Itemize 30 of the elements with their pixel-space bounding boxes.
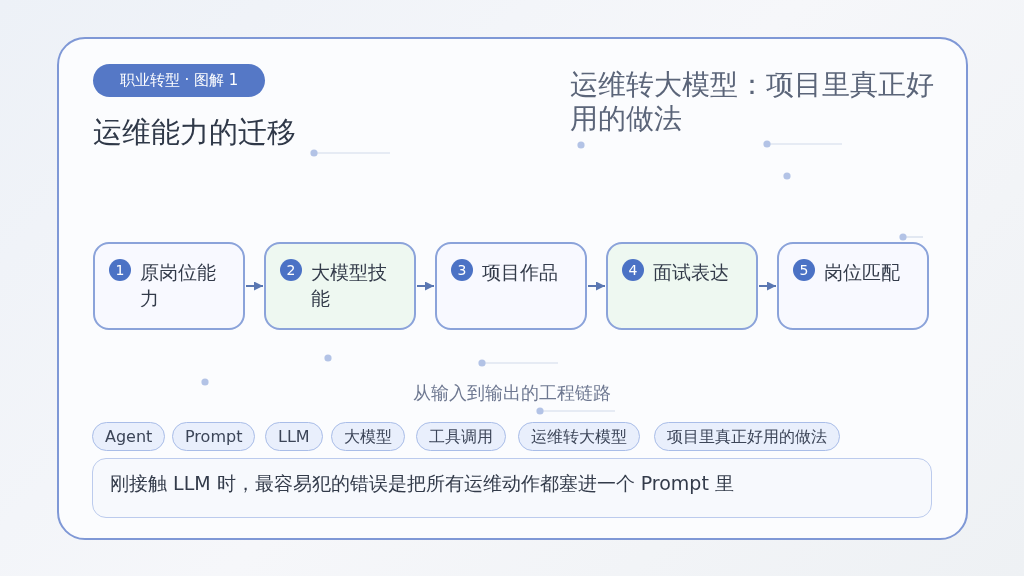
keyword-tag: 工具调用 — [416, 422, 506, 451]
process-box — [435, 242, 587, 330]
step-number: 1 — [109, 259, 131, 281]
step-label: 项目作品 — [482, 260, 559, 285]
keyword-tag: Prompt — [172, 422, 256, 451]
step-label: 大模型技能 — [311, 260, 388, 311]
arrow — [758, 281, 777, 291]
process-box — [777, 242, 929, 330]
process-box — [264, 242, 416, 330]
keyword-tag: 运维转大模型 — [518, 422, 640, 451]
arrow — [245, 281, 264, 291]
caption: 从输入到输出的工程链路 — [413, 381, 611, 405]
keyword-tag: 项目里真正好用的做法 — [654, 422, 840, 451]
step-number: 4 — [622, 259, 644, 281]
step-label: 面试表达 — [653, 260, 730, 285]
step-number: 3 — [451, 259, 473, 281]
step-number: 2 — [280, 259, 302, 281]
note-panel: 刚接触 LLM 时，最容易犯的错误是把所有运维动作都塞进一个 Prompt 里 — [92, 458, 932, 518]
subtitle: 运维转大模型：项目里真正好用的做法 — [570, 68, 935, 136]
step-label: 原岗位能力 — [140, 260, 217, 311]
process-box — [606, 242, 758, 330]
arrow — [587, 281, 606, 291]
step-label: 岗位匹配 — [824, 260, 901, 285]
process-box — [93, 242, 245, 330]
step-number: 5 — [793, 259, 815, 281]
heading: 运维能力的迁移 — [93, 114, 296, 151]
header-pill: 职业转型 · 图解 1 — [93, 64, 265, 97]
arrow — [416, 281, 435, 291]
keyword-tag: Agent — [92, 422, 166, 451]
keyword-tag: 大模型 — [331, 422, 405, 451]
